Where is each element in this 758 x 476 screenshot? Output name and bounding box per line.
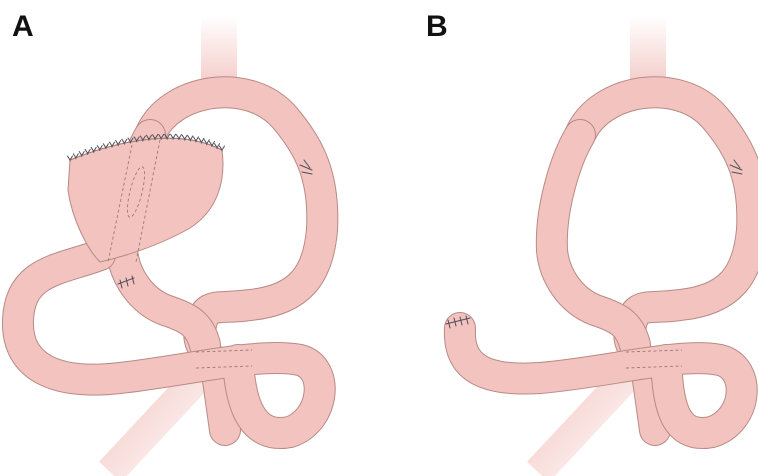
panel-label-b: B bbox=[426, 10, 448, 43]
panel-a: A bbox=[12, 10, 322, 472]
panel-b: B bbox=[426, 10, 752, 472]
panel-label-a: A bbox=[12, 10, 34, 43]
gastric-pouch-a bbox=[68, 138, 223, 262]
